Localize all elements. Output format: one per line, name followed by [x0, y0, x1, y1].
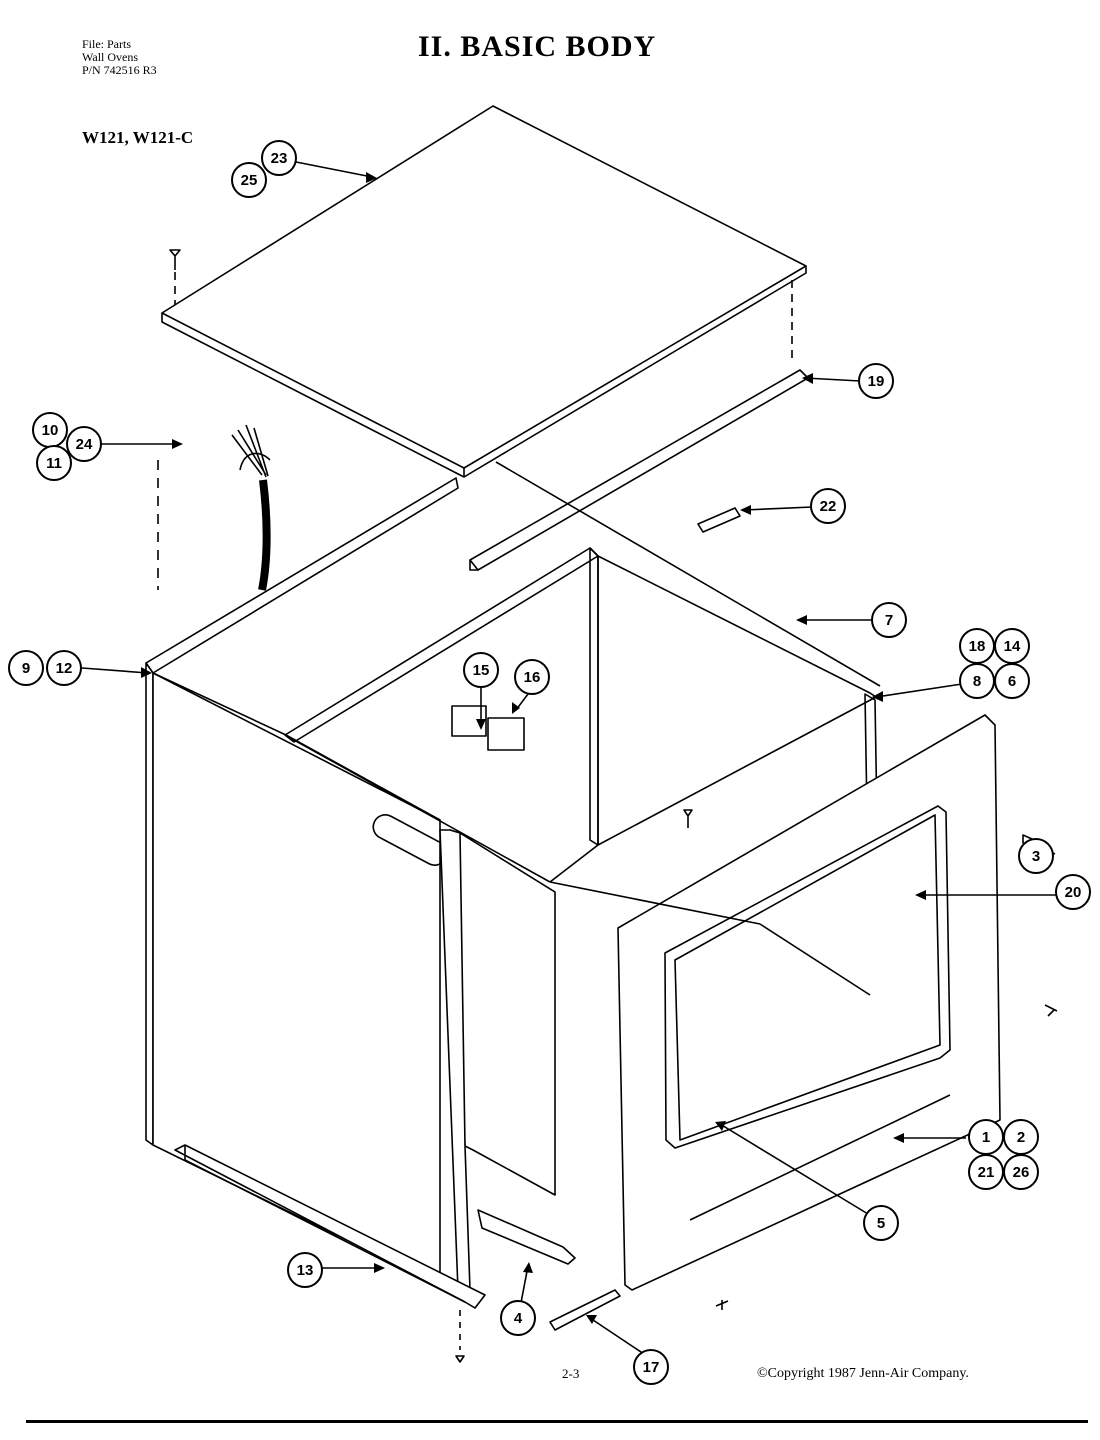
callout-14: 14 [994, 628, 1030, 664]
left-side-panel [145, 477, 459, 1287]
callout-23: 23 [261, 140, 297, 176]
callout-number: 15 [473, 662, 490, 679]
callout-circle [633, 1349, 669, 1385]
callout-circle [36, 445, 72, 481]
callout-24: 24 [66, 426, 102, 462]
callout-circle [66, 426, 102, 462]
file-line: Wall Ovens [82, 50, 139, 64]
front-frame [617, 714, 1001, 1291]
callout-7: 7 [871, 602, 907, 638]
callout-number: 2 [1017, 1129, 1025, 1146]
callout-number: 14 [1004, 638, 1021, 655]
callout-6: 6 [994, 663, 1030, 699]
callout-19: 19 [858, 363, 894, 399]
top-panel [161, 105, 807, 478]
callout-circle [1003, 1154, 1039, 1190]
callout-circle [463, 652, 499, 688]
callout-number: 17 [643, 1359, 660, 1376]
callout-3: 3 [1018, 838, 1054, 874]
callout-1: 1 [968, 1119, 1004, 1155]
part-number: P/N 742516 R3 [82, 63, 157, 77]
callout-17: 17 [633, 1349, 669, 1385]
bracket-22 [697, 507, 741, 533]
footer-rule [26, 1420, 1088, 1423]
callout-number: 4 [514, 1310, 523, 1327]
callout-number: 12 [56, 660, 73, 677]
callout-circle [287, 1252, 323, 1288]
callout-number: 6 [1008, 673, 1016, 690]
page-title: II. BASIC BODY [418, 30, 657, 63]
wire-conduit [231, 424, 271, 591]
callout-circle [261, 140, 297, 176]
callout-circle [863, 1205, 899, 1241]
callout-number: 13 [297, 1262, 314, 1279]
callout-circle [46, 650, 82, 686]
model-numbers: W121, W121-C [82, 128, 194, 147]
callout-circle [8, 650, 44, 686]
callout-10: 10 [32, 412, 68, 448]
callout-number: 21 [978, 1164, 995, 1181]
bottom-rail-left [174, 1144, 486, 1309]
callout-number: 24 [76, 436, 93, 453]
callout-15: 15 [463, 652, 499, 688]
page-number: 2-3 [562, 1366, 580, 1381]
callout-number: 1 [982, 1129, 990, 1146]
file-line: File: Parts [82, 37, 132, 51]
callout-12: 12 [46, 650, 82, 686]
callout-number: 16 [524, 669, 541, 686]
callout-circle [1018, 838, 1054, 874]
front-divider-panel [439, 829, 556, 1291]
callout-9: 9 [8, 650, 44, 686]
callout-number: 18 [969, 638, 986, 655]
callout-22: 22 [810, 488, 846, 524]
bottom-rail-center [477, 1209, 576, 1265]
callout-number: 3 [1032, 848, 1040, 865]
callout-number: 10 [42, 422, 59, 439]
callout-4: 4 [500, 1300, 536, 1336]
file-info: File: Parts Wall Ovens P/N 742516 R3 [82, 38, 157, 77]
callout-number: 23 [271, 150, 288, 167]
callout-number: 20 [1065, 884, 1082, 901]
callout-circle [514, 659, 550, 695]
callout-number: 26 [1013, 1164, 1030, 1181]
screw-icon [169, 249, 181, 270]
callout-circle [994, 663, 1030, 699]
callout-number: 11 [46, 455, 62, 472]
callout-circle [231, 162, 267, 198]
copyright: ©Copyright 1987 Jenn-Air Company. [757, 1366, 969, 1381]
callout-2: 2 [1003, 1119, 1039, 1155]
callout-number: 25 [241, 172, 258, 189]
callout-number: 22 [820, 498, 837, 515]
callout-circle [500, 1300, 536, 1336]
callout-circle [871, 602, 907, 638]
bottom-bracket-17 [549, 1289, 621, 1331]
callout-25: 25 [231, 162, 267, 198]
callout-circle [858, 363, 894, 399]
callout-number: 7 [885, 612, 893, 629]
callout-16: 16 [514, 659, 550, 695]
callout-number: 19 [868, 373, 885, 390]
callout-21: 21 [968, 1154, 1004, 1190]
callout-8: 8 [959, 663, 995, 699]
callout-number: 9 [22, 660, 30, 677]
callout-circle [810, 488, 846, 524]
callout-11: 11 [36, 445, 72, 481]
callout-5: 5 [863, 1205, 899, 1241]
callout-circle [1055, 874, 1091, 910]
callout-20: 20 [1055, 874, 1091, 910]
callout-number: 5 [877, 1215, 885, 1232]
bracket-16 [487, 717, 525, 751]
callout-number: 8 [973, 673, 981, 690]
callout-26: 26 [1003, 1154, 1039, 1190]
callout-18: 18 [959, 628, 995, 664]
callout-13: 13 [287, 1252, 323, 1288]
screw-icon [683, 809, 693, 828]
